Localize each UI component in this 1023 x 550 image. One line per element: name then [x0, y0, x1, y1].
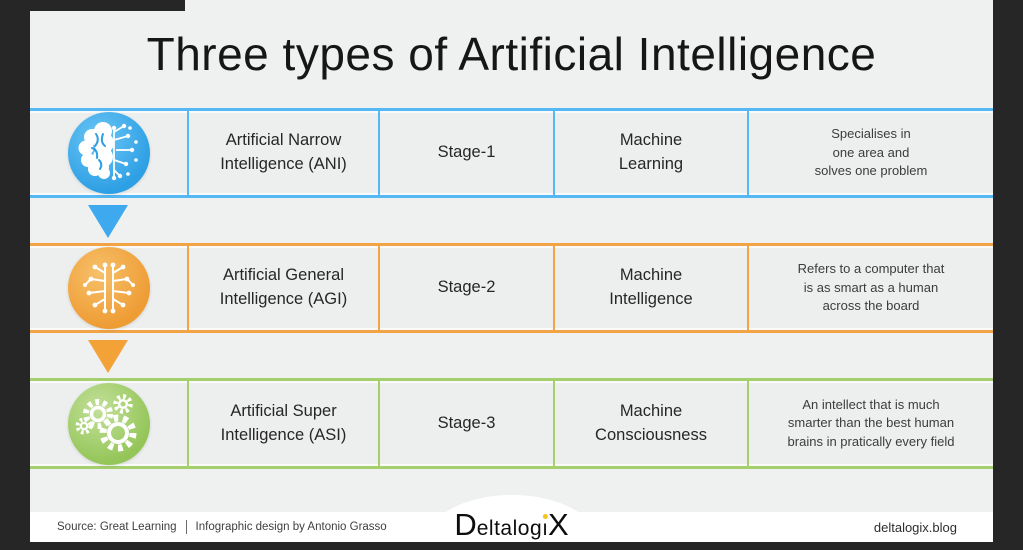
ani-stage: Stage-1 — [437, 143, 496, 162]
agi-icon-cell — [30, 246, 189, 330]
title-block: Three types of Artificial Intelligence — [30, 0, 993, 108]
asi-type: Machine Consciousness — [595, 401, 707, 444]
agi-type: Machine Intelligence — [609, 266, 693, 308]
agi-description-cell: Refers to a computer that is as smart as… — [749, 246, 993, 330]
asi-name-cell: Artificial Super Intelligence (ASI) — [189, 381, 380, 466]
source-text: Source: Great Learning — [57, 521, 177, 533]
asi-stage: Stage-3 — [437, 413, 496, 432]
asi-description-cell: An intellect that is much smarter than t… — [749, 381, 993, 466]
ani-icon-cell — [30, 111, 189, 195]
asi-description: An intellect that is much smarter than t… — [787, 396, 955, 449]
logo-letter-x: X — [547, 507, 569, 542]
ani-description-cell: Specialises in one area and solves one p… — [749, 111, 993, 195]
footer: Source: Great Learning Infographic desig… — [30, 495, 993, 542]
ani-type-cell: Machine Learning — [555, 111, 749, 195]
logo-mid-text: eltalog — [476, 517, 543, 540]
arrow-gap-1 — [30, 198, 993, 243]
ani-name-cell: Artificial Narrow Intelligence (ANI) — [189, 111, 380, 195]
asi-name: Artificial Super Intelligence (ASI) — [220, 401, 347, 444]
ani-type: Machine Learning — [618, 131, 684, 173]
agi-name-cell: Artificial General Intelligence (AGI) — [189, 246, 380, 330]
row-agi: Artificial General Intelligence (AGI) St… — [30, 243, 993, 333]
top-left-frame-corner — [0, 0, 185, 11]
row-ani: Artificial Narrow Intelligence (ANI) Sta… — [30, 108, 993, 198]
down-arrow-orange-icon — [88, 340, 128, 373]
asi-icon-cell — [30, 381, 189, 466]
infographic-content: Three types of Artificial Intelligence — [30, 0, 993, 542]
agi-description: Refers to a computer that is as smart as… — [797, 261, 945, 314]
ani-stage-cell: Stage-1 — [380, 111, 555, 195]
asi-type-cell: Machine Consciousness — [555, 381, 749, 466]
agi-name: Artificial General Intelligence (AGI) — [219, 266, 348, 308]
ani-name: Artificial Narrow Intelligence (ANI) — [220, 131, 347, 173]
design-credit-text: Infographic design by Antonio Grasso — [195, 521, 387, 533]
agi-stage-cell: Stage-2 — [380, 246, 555, 330]
page-title: Three types of Artificial Intelligence — [146, 28, 877, 80]
footer-credits: Source: Great Learning Infographic desig… — [57, 520, 387, 534]
deltalogix-logo: D eltalog ı X — [454, 509, 568, 540]
arrow-gap-2 — [30, 333, 993, 378]
logo-letter-d: D — [454, 507, 477, 542]
row-asi: Artificial Super Intelligence (ASI) Stag… — [30, 378, 993, 469]
credits-divider — [185, 520, 187, 534]
asi-stage-cell: Stage-3 — [380, 381, 555, 466]
agi-stage: Stage-2 — [437, 278, 496, 297]
brain-circuit-icon — [67, 112, 150, 194]
gears-icon — [67, 382, 150, 465]
ani-description: Specialises in one area and solves one p… — [814, 126, 928, 179]
logo-letter-i: ı — [542, 514, 548, 540]
down-arrow-blue-icon — [88, 205, 128, 238]
circuit-brain-icon — [67, 247, 150, 329]
website-text: deltalogix.blog — [873, 519, 957, 535]
agi-type-cell: Machine Intelligence — [555, 246, 749, 330]
